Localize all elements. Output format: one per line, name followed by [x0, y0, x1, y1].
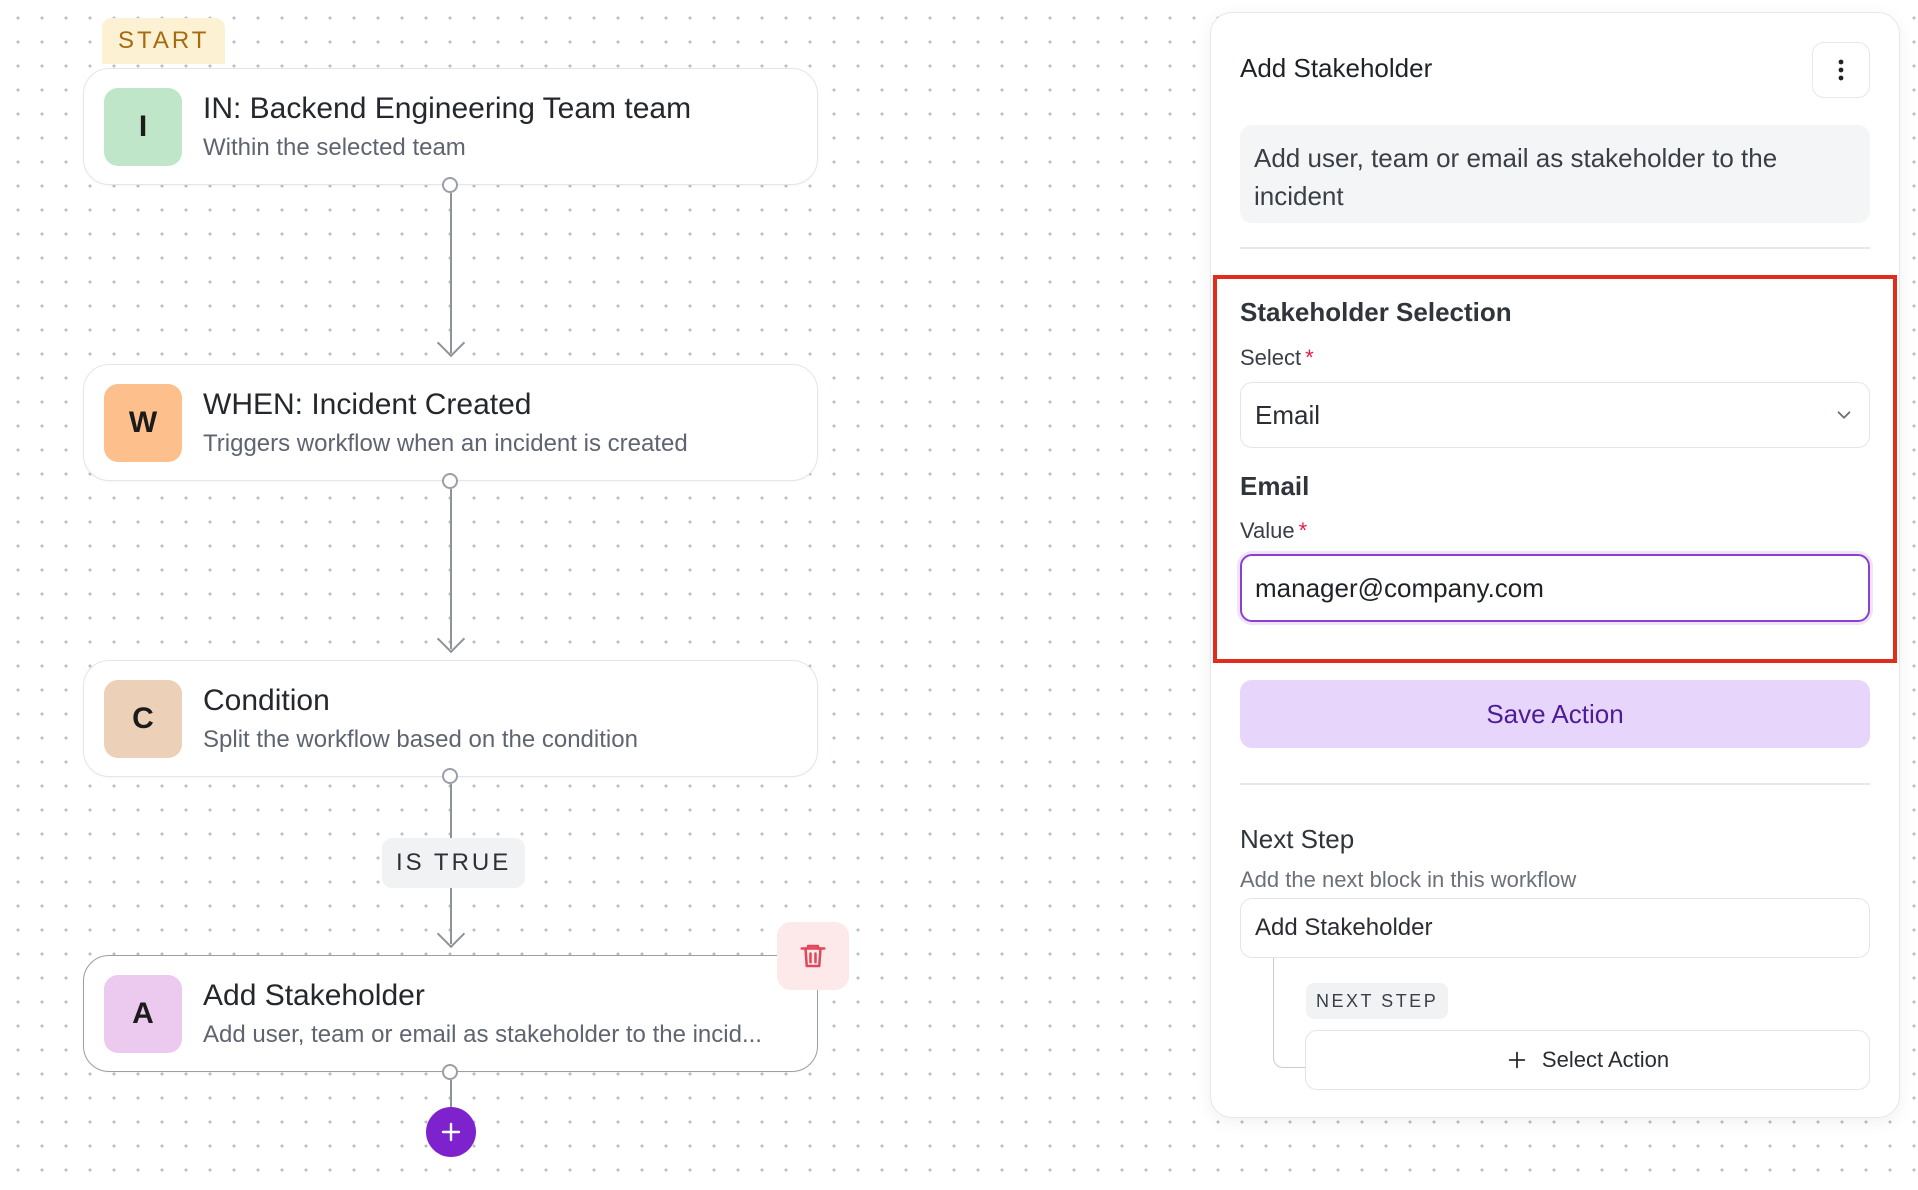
select-action-label: Select Action [1541, 1047, 1670, 1072]
required-mark: * [1298, 518, 1308, 543]
delete-node-button[interactable] [777, 922, 849, 990]
next-step-block-label: Add Stakeholder [1255, 914, 1433, 941]
node-badge: C [104, 679, 182, 758]
condition-branch-label: IS TRUE [382, 838, 526, 888]
edge-line [450, 489, 452, 649]
kebab-menu-icon [1838, 59, 1844, 81]
node-title: Add Stakeholder [203, 978, 425, 1012]
stakeholder-selection-title: Stakeholder Selection [1240, 297, 1512, 327]
save-action-button[interactable]: Save Action [1240, 680, 1870, 748]
stakeholder-type-select[interactable]: Email [1240, 382, 1870, 448]
node-title: Condition [203, 683, 330, 717]
divider [1240, 247, 1870, 249]
node-badge: A [104, 974, 182, 1053]
panel-menu-button[interactable] [1812, 42, 1870, 98]
next-step-subtitle: Add the next block in this workflow [1240, 867, 1577, 892]
workflow-node-trigger-scope[interactable]: I IN: Backend Engineering Team team With… [83, 68, 818, 185]
node-title: IN: Backend Engineering Team team [203, 91, 692, 125]
node-badge: W [104, 383, 182, 462]
add-block-button[interactable] [426, 1107, 476, 1157]
panel-description: Add user, team or email as stakeholder t… [1240, 125, 1870, 223]
action-config-panel: Add Stakeholder Add user, team or email … [1210, 12, 1900, 1118]
select-label: Select* [1240, 345, 1314, 370]
start-tag: START [102, 18, 226, 64]
next-step-tag: NEXT STEP [1306, 983, 1449, 1019]
node-subtitle: Split the workflow based on the conditio… [203, 725, 638, 753]
node-output-port[interactable] [442, 473, 458, 489]
value-label: Value* [1240, 518, 1308, 543]
node-title: WHEN: Incident Created [203, 387, 532, 421]
next-step-block[interactable]: Add Stakeholder [1240, 898, 1870, 958]
node-subtitle: Add user, team or email as stakeholder t… [203, 1020, 762, 1048]
plus-icon [441, 1122, 461, 1142]
node-badge: I [104, 87, 182, 166]
panel-title: Add Stakeholder [1240, 53, 1433, 83]
email-section-title: Email [1240, 471, 1310, 501]
workflow-node-when[interactable]: W WHEN: Incident Created Triggers workfl… [83, 364, 818, 481]
arrow-down-icon [436, 624, 466, 654]
tree-connector [1273, 958, 1305, 1068]
edge-line [450, 1080, 452, 1108]
divider [1240, 783, 1870, 785]
workflow-node-condition[interactable]: C Condition Split the workflow based on … [83, 660, 818, 777]
select-value: Email [1255, 399, 1321, 430]
chevron-down-icon [1837, 411, 1851, 419]
node-subtitle: Triggers workflow when an incident is cr… [203, 429, 688, 457]
edge-line [450, 193, 452, 353]
edge-line [450, 888, 452, 944]
node-output-port[interactable] [442, 1064, 458, 1080]
edge-line [450, 784, 452, 838]
trash-icon [800, 944, 826, 968]
required-mark: * [1305, 345, 1314, 370]
select-action-button[interactable]: Select Action [1305, 1030, 1870, 1090]
node-subtitle: Within the selected team [203, 133, 466, 161]
workflow-canvas[interactable]: START I IN: Backend Engineering Team tea… [0, 0, 1190, 1190]
arrow-down-icon [436, 919, 466, 949]
node-output-port[interactable] [442, 177, 458, 193]
arrow-down-icon [436, 328, 466, 358]
email-value-input[interactable] [1240, 554, 1870, 622]
next-step-title: Next Step [1240, 824, 1355, 854]
workflow-node-add-stakeholder[interactable]: A Add Stakeholder Add user, team or emai… [83, 955, 818, 1072]
plus-icon [1508, 1051, 1526, 1069]
node-output-port[interactable] [442, 768, 458, 784]
